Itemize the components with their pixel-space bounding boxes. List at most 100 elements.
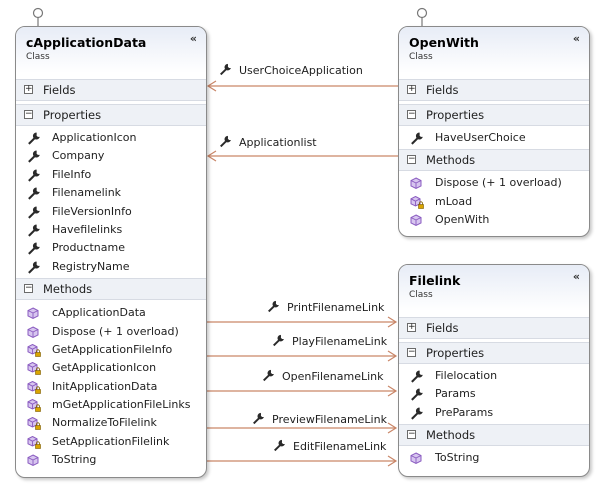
assoc-editfilenamelink[interactable]: EditFilenameLink [273,439,386,453]
wrench-icon [410,407,424,420]
section-label: Methods [426,428,476,443]
method-icon [410,177,424,190]
method-row[interactable]: SetApplicationFilelink [16,433,206,451]
wrench-icon [274,439,285,452]
property-row[interactable]: Params [399,385,589,403]
property-list: HaveUserChoice [399,126,589,147]
assoc-applicationlist[interactable]: Applicationlist [219,135,317,149]
wrench-icon [27,132,41,145]
member-label: SetApplicationFilelink [52,434,170,448]
assoc-printfilenamelink[interactable]: PrintFilenameLink [267,300,384,314]
member-label: NormalizeToFilelink [52,416,157,430]
member-label: RegistryName [52,259,130,273]
member-label: Dispose (+ 1 overload) [435,176,562,190]
collapse-section-icon[interactable]: − [407,347,416,357]
wrench-icon [27,150,41,163]
assoc-label-text: UserChoiceApplication [239,64,363,77]
member-label: PreParams [435,405,494,419]
property-row[interactable]: RegistryName [16,258,206,276]
wrench-icon [268,300,279,313]
section-label: Properties [426,346,485,360]
section-fields[interactable]: + Fields [399,79,589,101]
private-method-icon [27,399,41,412]
method-row[interactable]: Dispose (+ 1 overload) [16,323,206,341]
property-row[interactable]: ApplicationIcon [16,129,206,147]
collapse-section-icon[interactable]: − [407,109,416,119]
property-row[interactable]: FileVersionInfo [16,203,206,221]
section-properties[interactable]: − Properties [399,104,589,126]
method-row[interactable]: GetApplicationFileInfo [16,341,206,359]
method-row[interactable]: ToString [399,449,589,467]
property-row[interactable]: Filenamelink [16,184,206,202]
assoc-label-text: PrintFilenameLink [287,301,385,314]
property-row[interactable]: Productname [16,239,206,257]
member-label: ToString [435,451,480,465]
private-method-icon [27,435,41,449]
property-row[interactable]: Filelocation [399,367,589,385]
method-list: ToString [399,446,589,467]
member-label: FileVersionInfo [52,204,132,218]
wrench-icon [410,132,424,145]
method-row[interactable]: OpenWith [399,211,589,229]
method-row[interactable]: mGetApplicationFileLinks [16,396,206,414]
wrench-icon [27,206,41,219]
wrench-icon [27,169,41,182]
member-label: mLoad [435,194,473,208]
collapse-section-icon[interactable]: − [24,283,33,294]
method-icon [27,454,41,467]
class-box-capplicationdata[interactable]: cApplicationData Class « + Fields − Prop… [15,26,207,478]
assoc-openfilenamelink[interactable]: OpenFilenameLink [262,369,384,383]
member-label: GetApplicationIcon [52,361,157,375]
section-properties[interactable]: − Properties [16,104,206,126]
property-row[interactable]: Havefilelinks [16,221,206,239]
section-methods[interactable]: − Methods [399,424,589,447]
collapse-section-icon[interactable]: − [407,429,416,440]
section-properties[interactable]: − Properties [399,342,589,364]
expand-icon[interactable]: + [407,84,416,94]
wrench-icon [27,224,41,237]
assoc-label-text: PlayFilenameLink [292,335,388,348]
member-label: Havefilelinks [52,222,123,236]
member-label: Params [435,387,476,401]
method-row[interactable]: InitApplicationData [16,378,206,396]
private-method-icon [27,362,41,376]
class-stereotype: Class [26,52,50,62]
assoc-playfilenamelink[interactable]: PlayFilenameLink [272,334,387,348]
member-label: Dispose (+ 1 overload) [52,324,179,338]
collapse-icon[interactable]: « [189,32,197,45]
assoc-label-text: EditFilenameLink [293,440,387,453]
method-row[interactable]: cApplicationData [16,304,206,322]
property-row[interactable]: PreParams [399,404,589,422]
method-row[interactable]: GetApplicationIcon [16,359,206,377]
method-row[interactable]: ToString [16,451,206,469]
method-row[interactable]: Dispose (+ 1 overload) [399,174,589,192]
method-icon [27,307,41,320]
assoc-previewfilenamelink[interactable]: PreviewFilenameLink [252,412,387,426]
class-box-openwith[interactable]: OpenWith Class « + Fields − Properties H… [398,26,590,237]
collapse-section-icon[interactable]: − [407,154,416,165]
member-label: Productname [52,241,125,255]
collapse-section-icon[interactable]: − [24,109,33,119]
method-row[interactable]: NormalizeToFilelink [16,414,206,432]
assoc-userchoiceapplication[interactable]: UserChoiceApplication [219,63,363,77]
section-methods[interactable]: − Methods [16,278,206,301]
property-row[interactable]: Company [16,147,206,165]
section-fields[interactable]: + Fields [399,317,589,339]
section-methods[interactable]: − Methods [399,149,589,172]
expand-icon[interactable]: + [407,322,416,332]
wrench-icon [27,187,41,200]
collapse-icon[interactable]: « [572,32,580,45]
class-box-filelink[interactable]: Filelink Class « + Fields − Properties F… [398,264,590,477]
expand-icon[interactable]: + [24,84,33,94]
section-fields[interactable]: + Fields [16,79,206,101]
private-method-icon [410,195,424,209]
collapse-icon[interactable]: « [572,270,580,283]
method-row[interactable]: mLoad [399,193,589,211]
property-row[interactable]: FileInfo [16,166,206,184]
member-label: mGetApplicationFileLinks [52,398,191,412]
private-method-icon [27,417,41,431]
property-row[interactable]: HaveUserChoice [399,129,589,147]
